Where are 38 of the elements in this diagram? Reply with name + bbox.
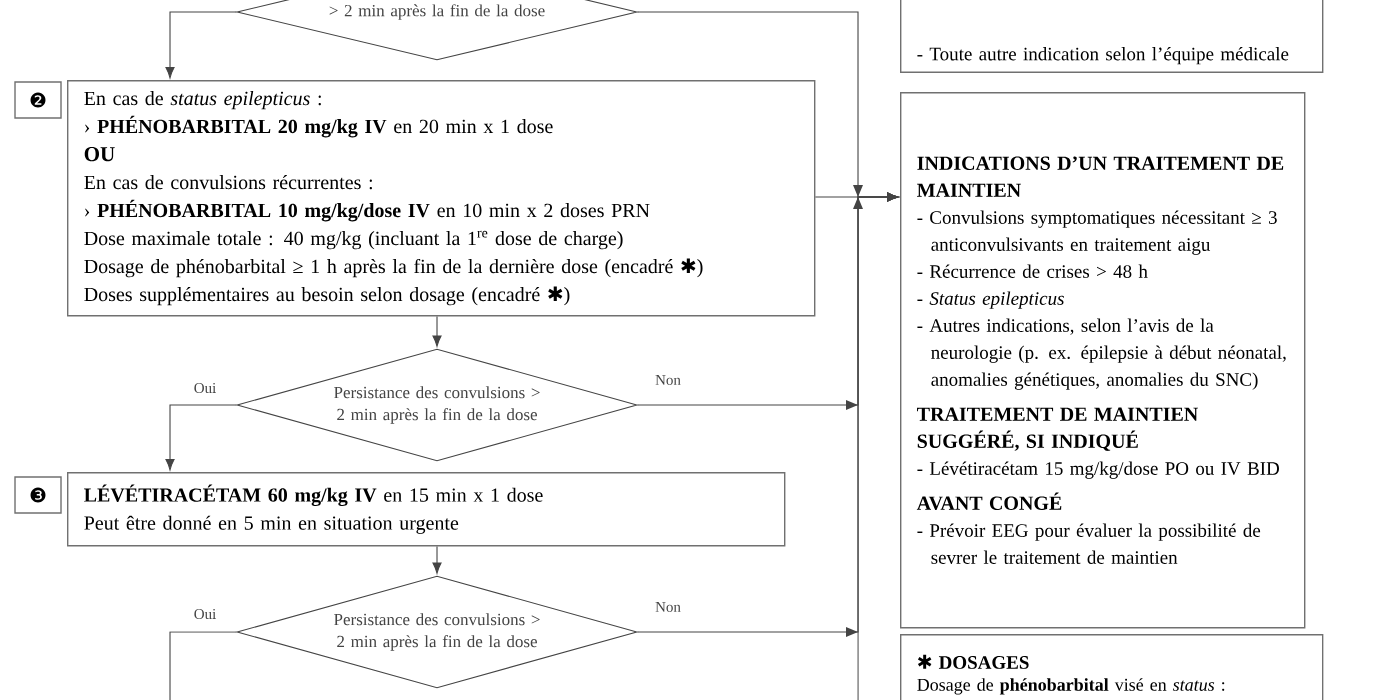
list-item: - Prévoir EEG pour évaluer la possibilité de sevrer le traitement de maintien (917, 523, 1261, 564)
body-text: Doses supplémentaires au besoin selon dosage (encadré ✱) (84, 286, 570, 306)
body-text: En cas de convulsions récurrentes : (84, 175, 372, 190)
heading: INDICATIONS D’UN TRAITEMENT DE MAINTIEN (917, 156, 1284, 197)
info-box (900, 634, 1324, 700)
edge-label: Non (654, 374, 682, 386)
list-item: - Convulsions symptomatiques nécessitant ≥ 3 anticonvulsivants en traitement aigu (917, 210, 1277, 255)
arrow (432, 545, 442, 574)
info-box (900, 0, 1324, 73)
info-box (900, 92, 1306, 629)
arrow (165, 11, 237, 79)
body-text: › PHÉNOBARBITAL 20 mg/kg IV en 20 min x 1 dose (85, 115, 553, 138)
edge-label: Oui (192, 607, 218, 621)
body-text: LÉVÉTIRACÉTAM 60 mg/kg IV en 15 min x 1 dose (84, 484, 543, 506)
arrow (853, 185, 899, 700)
edge-label: Oui (192, 381, 218, 395)
list-item: - Toute autre indication selon l’équipe médicale (917, 47, 1289, 65)
body-text: Dose maximale totale : 40 mg/kg (incluant la 1$^{re}$ dose de charge) (84, 230, 623, 250)
body-text: Dosage de phénobarbital visé en status : (917, 678, 1225, 695)
list-item: - Status epilepticus (917, 291, 1064, 309)
body-text: En cas de status epilepticus : (84, 91, 321, 110)
step-number: ❷ (14, 81, 62, 119)
list-item: - Récurrence de crises > 48 h (917, 264, 1148, 278)
list-item: - Autres indications, selon l’avis de la neurologie (p. ex. épilepsie à début néonatal, anomalies génétiques, anomalies du SNC) (917, 318, 1286, 390)
body-text: › PHÉNOBARBITAL 10 mg/kg/dose IV en 10 min x 2 doses PRN (85, 199, 650, 222)
list-item: - Lévétiracétam 15 mg/kg/dose PO ou IV BID (917, 461, 1279, 479)
heading: TRAITEMENT DE MAINTIEN SUGGÉRÉ, SI INDIQUÉ (917, 407, 1198, 451)
arrow (432, 315, 442, 347)
step-number: ❸ (14, 476, 62, 514)
body-text: Dosage de phénobarbital ≥ 1 h après la fin de la dernière dose (encadré ✱) (84, 258, 703, 278)
heading: ✱ DOSAGES (917, 654, 1029, 669)
edge-label: Non (654, 601, 682, 613)
treatment-box (67, 80, 816, 317)
heading: AVANT CONGÉ (916, 492, 1062, 511)
arrow (165, 404, 237, 471)
treatment-box (67, 472, 786, 547)
body-text: Peut être donné en 5 min en situation urgente (84, 515, 459, 534)
heading: OU (84, 147, 115, 162)
